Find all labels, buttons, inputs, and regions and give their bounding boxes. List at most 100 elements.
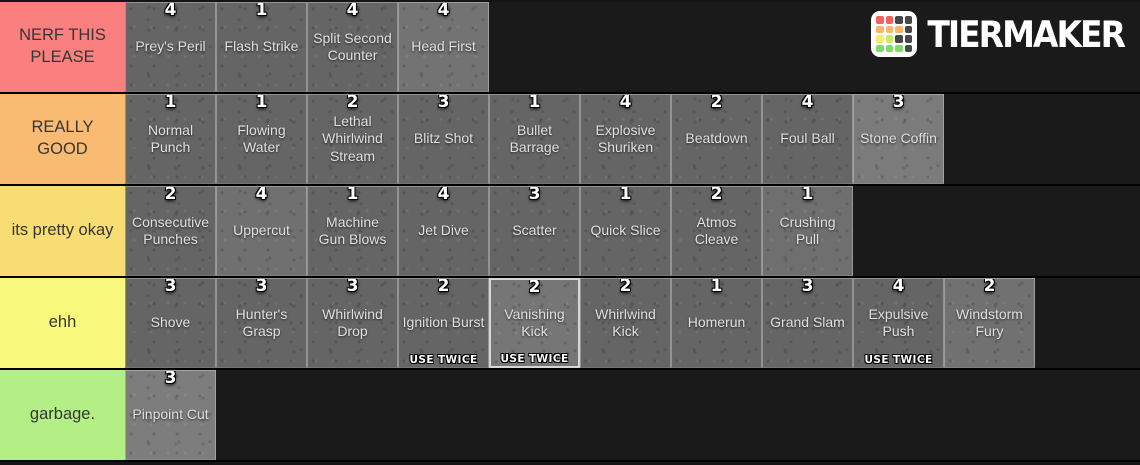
logo-grid-square [904,35,913,43]
tile-name: Atmos Cleave [694,213,739,248]
tile-name: Scatter [512,222,557,239]
tile-count: 2 [710,94,723,112]
tile-name: Explosive Shuriken [595,121,656,156]
tile-name: Jet Dive [418,222,469,239]
logo-grid-square [904,25,913,33]
tile-name: Uppercut [233,222,290,239]
tile-count: 3 [255,278,268,296]
logo-grid-square [904,16,913,24]
tiermaker-logo-text: TIERMAKER [927,12,1126,56]
logo-grid-square [895,35,903,43]
tile-name: Windstorm Fury [956,305,1023,340]
tile-name: Blitz Shot [413,130,474,147]
tile-note: USE TWICE [864,353,933,366]
logo-grid-square [876,16,884,24]
tile-count: 1 [710,278,723,296]
tile-note: USE TWICE [500,352,569,365]
tier-label: REALLY GOOD [0,94,125,184]
tile-count: 1 [255,94,268,112]
tile-name: Pinpoint Cut [132,406,209,423]
tile-count: 3 [164,278,177,296]
tile-name: Vanishing Kick [504,305,565,340]
logo-grid-square [895,16,903,24]
tile-count: 4 [164,2,177,20]
logo-grid-square [876,25,884,33]
tile-name: Whirlwind Kick [595,305,656,340]
tile-count: 4 [892,278,905,296]
tile-name: Quick Slice [590,222,661,239]
tile-count: 3 [528,186,541,204]
tile-count: 2 [164,186,177,204]
tile-count: 2 [619,278,632,296]
tile-name: Expulsive Push [868,305,929,340]
logo-grid-square [885,35,894,43]
tile-count: 3 [437,94,450,112]
tile-name: Normal Punch [147,121,194,156]
tile-name: Lethal Whirlwind Stream [322,112,383,164]
tile-count: 1 [346,186,359,204]
logo-grid-square [904,44,913,52]
tile-count: 4 [437,2,450,20]
tiermaker-logo-icon [871,11,918,57]
tile-name: Stone Coffin [860,130,937,147]
logo-grid-square [885,44,894,52]
tile-count: 2 [528,278,541,297]
tile-count: 1 [801,186,814,204]
tile-count: 4 [255,186,268,204]
tile-name: Shove [150,314,191,331]
tile-count: 2 [346,94,359,112]
tile-note: USE TWICE [409,353,478,366]
tile-name: Foul Ball [780,130,835,147]
tile-name: Flash Strike [224,38,299,55]
tile-count: 4 [437,186,450,204]
tile-name: Machine Gun Blows [318,213,387,248]
tile-count: 2 [983,278,996,296]
tile-name: Ignition Burst [402,314,485,331]
tile-count: 1 [255,2,268,20]
tile-name: Consecutive Punches [131,213,210,248]
tile-count: 1 [528,94,541,112]
tile-count: 2 [710,186,723,204]
tile-name: Grand Slam [770,314,845,331]
tier-label: NERF THIS PLEASE [0,2,125,92]
